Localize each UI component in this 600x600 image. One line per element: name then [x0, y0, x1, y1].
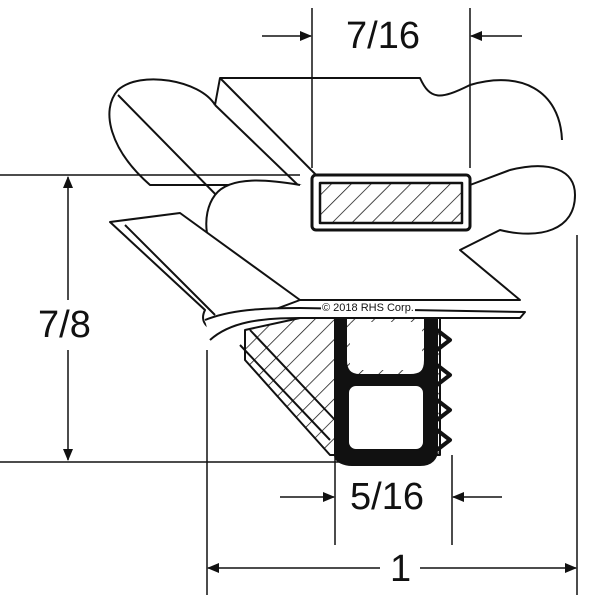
- dimension-top-width-label: 7/16: [342, 17, 424, 55]
- dimension-height-label: 7/8: [34, 306, 95, 344]
- magnet: [318, 181, 464, 225]
- bulb-front: [205, 165, 576, 301]
- dimension-dart-width-label: 5/16: [346, 478, 428, 516]
- base-strip: [204, 307, 526, 341]
- bulb-back: [108, 78, 300, 186]
- copyright-text: © 2018 RHS Corp.: [321, 302, 415, 314]
- dimension-overall-width-label: 1: [386, 550, 416, 588]
